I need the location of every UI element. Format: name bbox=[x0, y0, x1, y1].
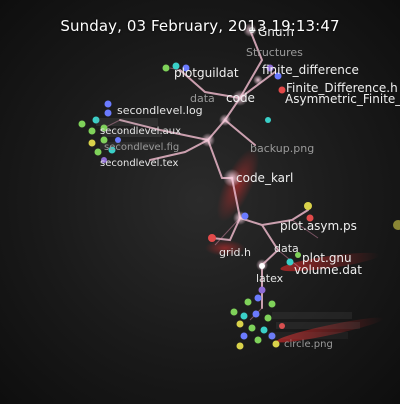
file-node[interactable] bbox=[258, 286, 266, 294]
edge bbox=[179, 69, 241, 99]
red-glow-trail bbox=[280, 252, 380, 272]
file-node[interactable] bbox=[272, 340, 280, 348]
file-node[interactable] bbox=[248, 324, 256, 332]
file-node[interactable] bbox=[304, 202, 312, 210]
file-node[interactable] bbox=[278, 86, 286, 94]
file-node[interactable] bbox=[266, 64, 274, 72]
hub-node-glow bbox=[219, 114, 231, 126]
file-node[interactable] bbox=[264, 314, 272, 322]
file-node[interactable] bbox=[162, 64, 170, 72]
file-node[interactable] bbox=[306, 214, 314, 222]
file-node[interactable] bbox=[101, 157, 107, 163]
file-node[interactable] bbox=[286, 258, 294, 266]
label-volume-dat: volume.dat bbox=[294, 263, 362, 277]
edge bbox=[119, 119, 209, 141]
file-node[interactable] bbox=[172, 62, 180, 70]
file-node[interactable] bbox=[100, 136, 108, 144]
label-plot-gnu: plot.gnu bbox=[302, 251, 352, 265]
label-asymmetric: Asymmetric_Finite_ bbox=[285, 92, 400, 106]
file-node[interactable] bbox=[249, 27, 255, 33]
label-circle-png: circle.png bbox=[284, 339, 333, 350]
edge bbox=[211, 217, 241, 242]
hub-node-glow bbox=[223, 169, 241, 187]
file-node[interactable] bbox=[115, 137, 121, 143]
file-node[interactable] bbox=[268, 300, 276, 308]
bottom-cluster bbox=[230, 286, 285, 350]
file-node[interactable] bbox=[254, 294, 262, 302]
hub-node-glow bbox=[201, 133, 215, 147]
ghost-label-block bbox=[276, 322, 360, 329]
file-node[interactable] bbox=[265, 117, 271, 123]
file-node[interactable] bbox=[244, 298, 252, 306]
file-node[interactable] bbox=[78, 120, 86, 128]
file-node[interactable] bbox=[104, 109, 112, 117]
label-grid-h: grid.h bbox=[219, 246, 251, 259]
ghost-label-block bbox=[96, 118, 158, 126]
left-cluster bbox=[78, 100, 121, 163]
middle-cluster bbox=[208, 202, 400, 269]
file-node[interactable] bbox=[240, 332, 248, 340]
file-node[interactable] bbox=[259, 263, 265, 269]
file-node[interactable] bbox=[108, 146, 116, 154]
file-node[interactable] bbox=[92, 116, 100, 124]
edge bbox=[291, 219, 319, 239]
file-node[interactable] bbox=[295, 252, 301, 258]
red-glow-trail bbox=[205, 240, 245, 256]
file-node[interactable] bbox=[236, 320, 244, 328]
file-node[interactable] bbox=[94, 148, 102, 156]
file-node[interactable] bbox=[100, 124, 108, 132]
file-node[interactable] bbox=[230, 308, 238, 316]
file-node[interactable] bbox=[88, 139, 96, 147]
label-code: code bbox=[226, 91, 255, 105]
hub-node-glow bbox=[232, 90, 248, 106]
label-latex: latex bbox=[256, 272, 284, 285]
file-node[interactable] bbox=[268, 332, 276, 340]
ghost-label-block bbox=[268, 332, 348, 339]
label-structures: Structures bbox=[246, 46, 303, 59]
file-node[interactable] bbox=[260, 326, 268, 334]
ghost-label-block bbox=[100, 142, 156, 149]
file-node[interactable] bbox=[208, 234, 216, 242]
timestamp-display: Sunday, 03 February, 2013 19:13:47 bbox=[60, 17, 340, 35]
file-node[interactable] bbox=[104, 100, 112, 108]
ghost-label-block bbox=[272, 312, 352, 319]
ghost-labels bbox=[96, 118, 360, 339]
edge bbox=[224, 119, 256, 146]
file-node[interactable] bbox=[252, 310, 260, 318]
file-node[interactable] bbox=[240, 312, 248, 320]
label-data-2: data bbox=[274, 242, 299, 255]
file-node[interactable] bbox=[182, 64, 190, 72]
label-secondlevel: secondlevel.log bbox=[117, 104, 203, 117]
label-secondlevel-aux: secondlevel.aux bbox=[100, 126, 181, 137]
ghost-label-block bbox=[102, 130, 162, 137]
file-node[interactable] bbox=[274, 72, 282, 80]
red-glow-trail bbox=[276, 317, 384, 343]
file-node[interactable] bbox=[279, 323, 285, 329]
label-gnuh: Gnu.h bbox=[258, 25, 294, 39]
red-glow-trail bbox=[216, 148, 260, 222]
label-finite-difference: finite_difference bbox=[262, 63, 359, 77]
file-node[interactable] bbox=[241, 212, 249, 220]
file-node[interactable] bbox=[393, 220, 400, 230]
label-secondlevel-fig: secondlevel.fig bbox=[104, 142, 179, 153]
label-data: data bbox=[190, 92, 215, 105]
label-backup-png: backup.png bbox=[250, 142, 314, 155]
file-node[interactable] bbox=[254, 336, 262, 344]
file-node[interactable] bbox=[88, 127, 96, 135]
edge bbox=[149, 139, 209, 161]
hub-node-glow bbox=[253, 75, 263, 85]
file-node[interactable] bbox=[236, 342, 244, 350]
top-cluster bbox=[162, 27, 286, 123]
label-plotguildata: plotguildat bbox=[174, 66, 239, 80]
label-secondlevel-tex: secondlevel.tex bbox=[100, 158, 179, 169]
label-code-karl: code_karl bbox=[236, 171, 293, 185]
label-finite-difference-h: Finite_Difference.h bbox=[286, 81, 398, 95]
label-plot-asym: plot.asym.ps bbox=[280, 219, 357, 233]
